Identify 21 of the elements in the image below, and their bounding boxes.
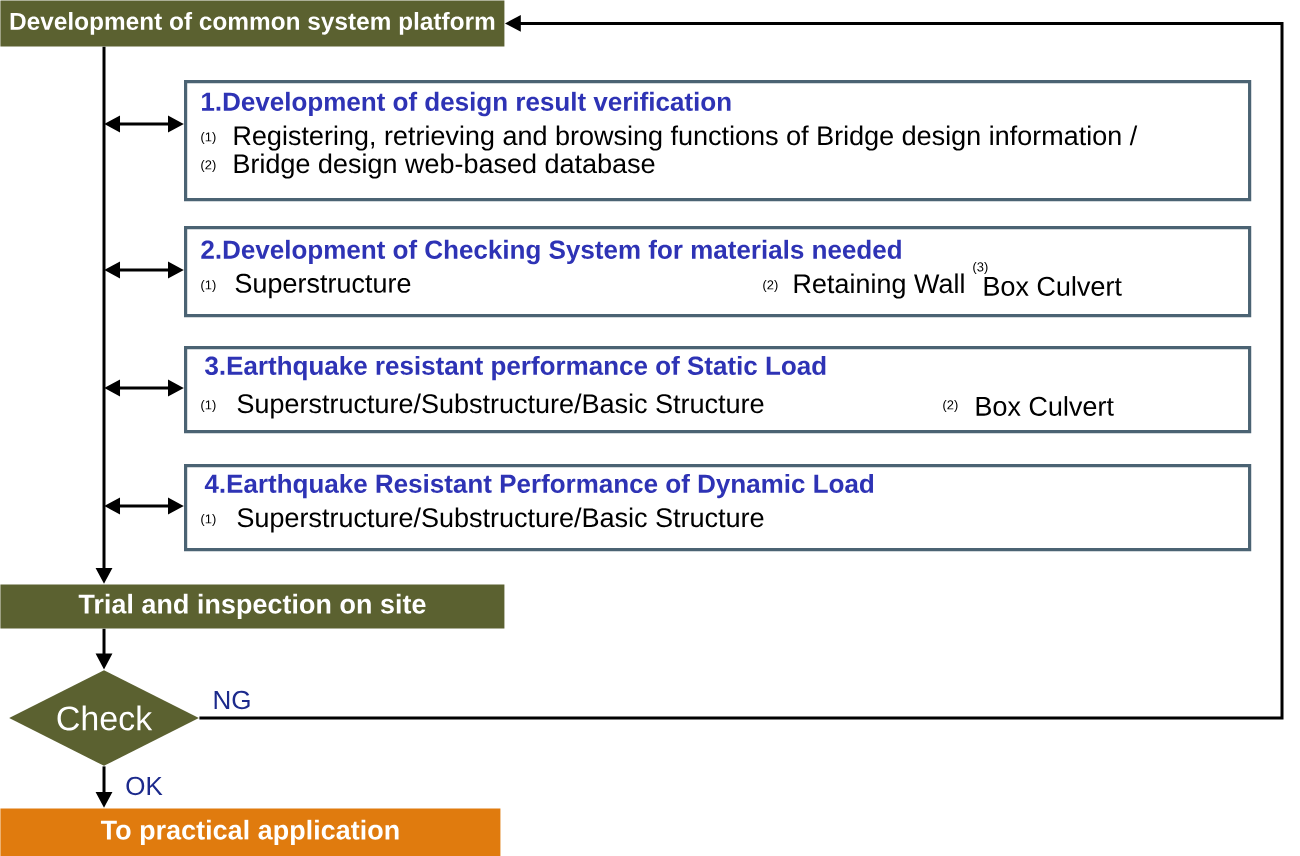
box-heading: 1.Development of design result verification [202,91,731,117]
box-heading: 3.Earthquake resistant performance of Static Load [205,355,826,381]
edge-label: NG [210,688,254,712]
item-text: Registering, retrieving and browsing functions of Bridge design information / [234,125,1138,151]
process-box: Trial and inspection on site [0,584,505,629]
edge-label: OK [123,774,165,798]
task-box [184,226,1252,318]
item-text: Box Culvert [976,396,1114,416]
item-text: Bridge design web-based database [234,153,655,179]
process-box: Development of common system platform [0,0,505,47]
task-box [184,80,1252,202]
task-box [184,346,1252,434]
item-text: Superstructure/Substructure/Basic Structure [237,393,764,419]
box-heading: 4.Earthquake Resistant Performance of Dynamic Load [204,473,874,499]
item-text: Superstructure/Substructure/Basic Structure [237,507,764,533]
item-text: Box Culvert [984,276,1122,296]
task-box [184,464,1252,552]
item-text: Superstructure [235,273,411,299]
item-text: Retaining Wall [794,273,964,299]
box-heading: 2.Development of Checking System for materials needed [201,239,901,265]
process-box: To practical application [0,808,501,856]
